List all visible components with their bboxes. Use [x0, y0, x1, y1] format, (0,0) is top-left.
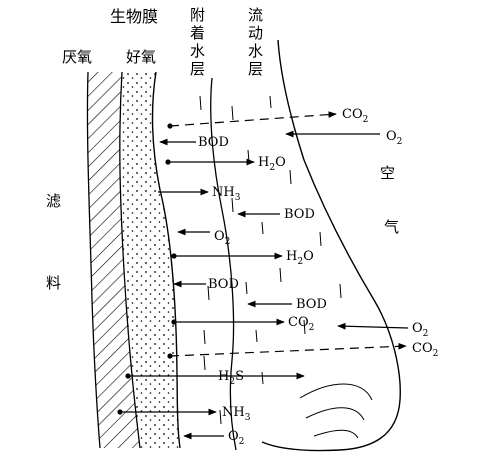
arrow-origins: [117, 123, 177, 415]
attached-water-label: 附 着 水 层: [190, 6, 205, 78]
air-label-2: 气: [384, 218, 399, 236]
label-o2-bottom: O2: [228, 429, 244, 447]
label-bod-2: BOD: [284, 207, 315, 222]
anaerobic-aerobic-boundary: [119, 71, 141, 449]
svg-text:着: 着: [190, 24, 205, 42]
label-h2o-2: H2O: [286, 249, 314, 267]
anaerobic-label: 厌氧: [62, 48, 92, 66]
label-nh3-1: NH3: [212, 185, 241, 203]
label-bod-1: BOD: [198, 135, 229, 150]
label-o2-in-right: O2: [412, 321, 428, 339]
anaerobic-layer: [87, 72, 140, 448]
flow-arrows: [120, 111, 409, 440]
attached-water-boundary: [210, 77, 237, 451]
label-co2-1: CO2: [288, 315, 314, 333]
aerobic-layer: [119, 72, 180, 448]
svg-text:动: 动: [248, 24, 263, 42]
filter-label-2: 料: [46, 274, 61, 292]
svg-text:附: 附: [190, 6, 205, 24]
flow-strokes: [199, 95, 373, 439]
filter-boundary: [86, 71, 101, 449]
arrow-co2-out-top: [169, 111, 337, 127]
svg-text:水: 水: [248, 42, 263, 60]
label-nh3-2: NH3: [222, 405, 251, 423]
filter-label-1: 滤: [46, 192, 61, 210]
label-bod-4: BOD: [296, 297, 327, 312]
aerobic-label: 好氧: [126, 48, 156, 66]
arrow-o2-in-right: [337, 322, 409, 330]
biofilm-surface: [151, 71, 181, 449]
flowing-water-boundary: [261, 39, 401, 452]
label-o2-in-top: O2: [386, 129, 402, 147]
svg-text:流: 流: [248, 6, 263, 24]
label-co2-out-top: CO2: [342, 107, 368, 125]
air-label-1: 空: [380, 164, 395, 182]
svg-text:水: 水: [190, 42, 205, 60]
flowing-water-label: 流 动 水 层: [248, 6, 263, 78]
label-h2s: H2S: [218, 369, 244, 387]
svg-text:层: 层: [248, 60, 263, 78]
label-o2-1: O2: [214, 229, 230, 247]
biofilm-title: 生物膜: [110, 7, 158, 26]
label-bod-3: BOD: [208, 277, 239, 292]
arrow-co2-out-bottom: [169, 342, 407, 357]
label-co2-out-bottom: CO2: [412, 341, 438, 359]
label-h2o-1: H2O: [258, 155, 286, 173]
svg-text:层: 层: [190, 60, 205, 78]
